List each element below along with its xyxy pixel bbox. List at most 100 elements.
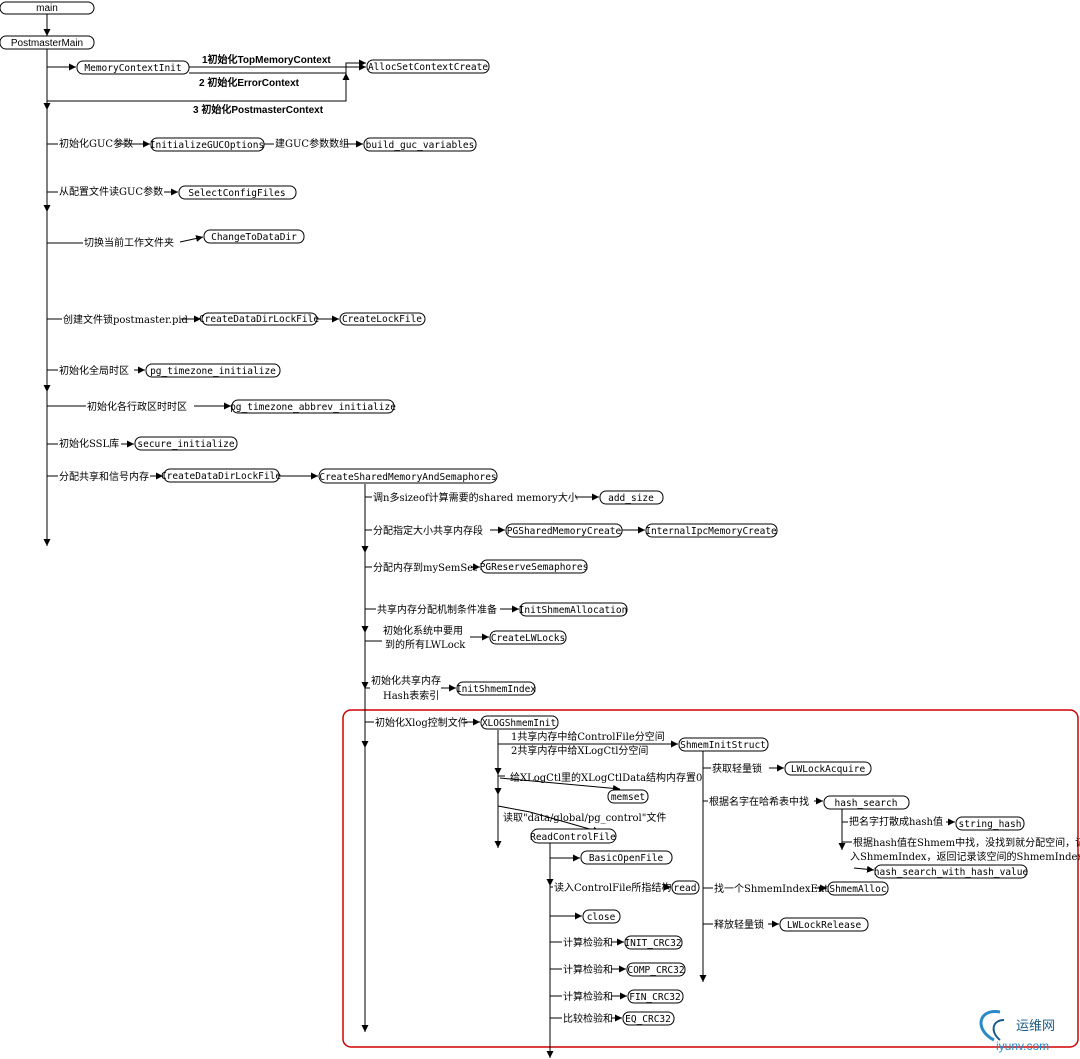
node-shmem-init-struct: ShmemInitStruct [678,737,769,752]
node-change-to-data-dir: ChangeToDataDir [203,229,305,244]
node-read: read [671,880,700,895]
label-init-shmem-hash-line2: Hash表索引 [383,689,439,702]
label-calc-checksum-3: 计算检验和 [563,990,613,1003]
node-create-data-dir-lock-file-1: CreateDataDirLockFile [199,312,319,326]
svg-text:EQ_CRC32: EQ_CRC32 [625,1014,671,1025]
label-read-guc-from-config: 从配置文件读GUC参数 [59,185,163,198]
label-init-postmaster-context: 3 初始化PostmasterContext [193,103,324,116]
svg-text:ShmemAlloc: ShmemAlloc [829,884,886,895]
svg-text:CreateDataDirLockFile: CreateDataDirLockFile [161,471,281,482]
svg-text:PostmasterMain: PostmasterMain [11,38,83,49]
watermark-logo-icon [979,1010,1001,1042]
node-pg-timezone-initialize: pg_timezone_initialize [145,363,281,378]
label-hash-name: 把名字打散成hash值 [849,815,943,828]
watermark-title: 运维网 [1016,1018,1055,1033]
svg-text:MemoryContextInit: MemoryContextInit [84,63,181,74]
svg-text:INIT_CRC32: INIT_CRC32 [624,938,681,949]
label-alloc-shared-mem-sem: 分配共享和信号内存 [59,470,149,483]
node-basic-open-file: BasicOpenFile [580,850,673,865]
label-search-hash-by-name: 根据名字在哈希表中找 [709,795,809,808]
svg-text:hash_search_with_hash_value: hash_search_with_hash_value [874,867,1029,878]
node-pg-timezone-abbrev-initialize: pg_timezone_abbrev_initialize [230,399,396,414]
label-init-shmem-hash-line1: 初始化共享内存 [371,674,441,687]
label-init-error-context: 2 初始化ErrorContext [199,76,300,89]
svg-text:CreateSharedMemoryAndSemaphore: CreateSharedMemoryAndSemaphores [319,472,496,483]
node-string-hash: string_hash [955,816,1025,831]
node-alloc-set-context-create: AllocSetContextCreate [366,59,490,74]
svg-text:string_hash: string_hash [959,819,1022,830]
node-close: close [582,909,621,924]
svg-text:XLOGShmemInit: XLOGShmemInit [482,718,556,729]
label-init-global-timezone: 初始化全局时区 [59,364,129,377]
svg-text:build_guc_variables: build_guc_variables [366,140,475,151]
node-pg-shared-memory-create: PGSharedMemoryCreate [505,523,623,538]
node-select-config-files: SelectConfigFiles [178,185,297,200]
svg-text:BasicOpenFile: BasicOpenFile [589,853,664,864]
svg-text:read: read [674,883,697,894]
highlight-region [342,709,1079,1048]
label-init-lwlock-line2: 到的所有LWLock [385,638,466,651]
label-init-top-memory-context: 1初始化TopMemoryContext [202,53,331,66]
svg-text:secure_initialize: secure_initialize [137,439,235,450]
node-xlog-shmem-init: XLOGShmemInit [480,715,559,730]
node-secure-initialize: secure_initialize [134,436,238,451]
node-eq-crc32: EQ_CRC32 [622,1011,675,1026]
svg-text:LWLockAcquire: LWLockAcquire [791,764,866,775]
svg-text:InternalIpcMemoryCreate: InternalIpcMemoryCreate [645,526,777,537]
svg-text:memset: memset [611,792,645,803]
label-xlogctl-data-memset: 给XLogCtl里的XLogCtlData结构内存置0 [510,771,702,784]
label-read-pg-control: 读取"data/global/pg_control"文件 [503,811,666,824]
svg-text:InitShmemAllocation: InitShmemAllocation [519,605,628,616]
node-create-data-dir-lock-file-2: CreateDataDirLockFile [161,468,281,483]
label-find-shmem-index-ent: 找一个ShmemIndexEnt [714,882,828,895]
label-prepare-shmem-alloc: 共享内存分配机制条件准备 [377,603,497,616]
node-create-lw-locks: CreateLWLocks [489,630,567,645]
label-shmem-for-xlogctl: 2共享内存中给XLogCtl分空间 [511,744,648,757]
node-init-shmem-index: InitShmemIndex [456,681,536,696]
svg-text:SelectConfigFiles: SelectConfigFiles [188,188,285,199]
label-init-lwlock-line1: 初始化系统中要用 [383,624,463,637]
label-alloc-shared-segment: 分配指定大小共享内存段 [373,524,483,537]
node-hash-search: hash_search [823,795,910,810]
edge-labels: 1初始化TopMemoryContext 2 初始化ErrorContext 3… [59,53,1080,1025]
label-init-xlog-control: 初始化Xlog控制文件 [375,716,468,729]
svg-text:CreateLWLocks: CreateLWLocks [491,633,565,644]
label-shmem-for-controlfile: 1共享内存中给ControlFile分空间 [511,730,665,743]
svg-text:add_size: add_size [608,493,654,504]
node-build-guc-variables: build_guc_variables [363,137,477,152]
node-memset: memset [607,789,649,804]
svg-text:main: main [36,3,58,14]
node-internal-ipc-memory-create: InternalIpcMemoryCreate [645,523,778,538]
node-comp-crc32: COMP_CRC32 [626,962,686,977]
svg-text:FIN_CRC32: FIN_CRC32 [629,992,680,1003]
node-hash-search-with-hash-value: hash_search_with_hash_value [874,864,1029,879]
label-compare-checksum: 比较检验和 [563,1012,613,1025]
node-create-lock-file: CreateLockFile [339,312,426,326]
connector-lines [43,14,955,1058]
label-switch-work-dir: 切换当前工作文件夹 [84,236,174,249]
svg-text:COMP_CRC32: COMP_CRC32 [627,965,684,976]
label-init-ssl: 初始化SSL库 [59,437,119,450]
label-build-guc-array: 建GUC参数数组 [275,137,349,150]
label-alloc-mem-to-semset: 分配内存到mySemSet [373,561,477,574]
svg-text:PGSharedMemoryCreate: PGSharedMemoryCreate [507,526,622,537]
svg-text:LWLockRelease: LWLockRelease [787,920,862,931]
svg-text:AllocSetContextCreate: AllocSetContextCreate [368,62,488,73]
node-init-crc32: INIT_CRC32 [624,935,683,950]
svg-text:InitializeGUCOptions: InitializeGUCOptions [150,140,264,151]
svg-text:PGReserveSemaphores: PGReserveSemaphores [480,562,589,573]
label-calc-checksum-1: 计算检验和 [563,936,613,949]
node-shmem-alloc: ShmemAlloc [827,881,889,896]
svg-text:pg_timezone_abbrev_initialize: pg_timezone_abbrev_initialize [230,402,396,413]
node-lw-lock-release: LWLockRelease [779,917,869,932]
svg-text:ShmemInitStruct: ShmemInitStruct [680,740,766,751]
svg-text:InitShmemIndex: InitShmemIndex [456,684,536,695]
svg-text:ChangeToDataDir: ChangeToDataDir [211,232,297,243]
label-init-guc-params: 初始化GUC参数 [59,137,133,150]
svg-text:CreateLockFile: CreateLockFile [342,314,422,325]
node-pg-reserve-semaphores: PGReserveSemaphores [480,559,589,574]
label-get-lwlock: 获取轻量锁 [712,762,762,775]
node-postmaster-main: PostmasterMain [0,35,95,50]
node-add-size: add_size [599,490,664,505]
